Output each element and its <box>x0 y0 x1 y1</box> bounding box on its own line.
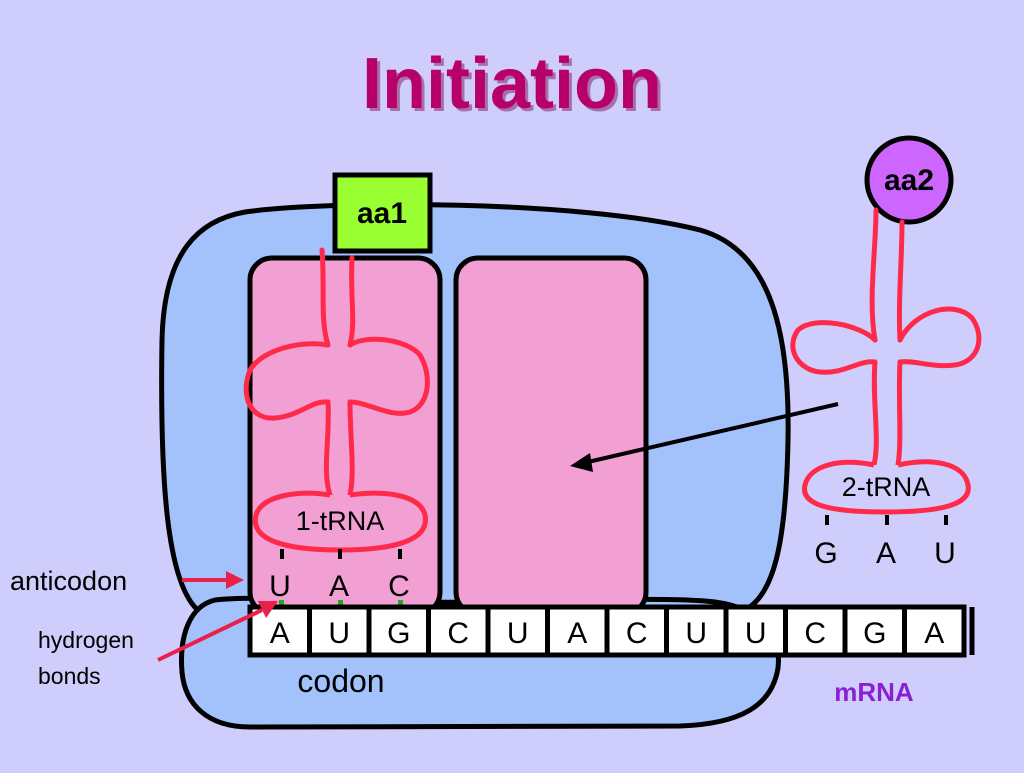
trna-2-anticodon-loop <box>802 459 971 515</box>
trna-1 <box>243 247 430 498</box>
mrna-base: U <box>328 617 350 650</box>
mrna-base: C <box>804 617 826 650</box>
trna-1-base-1: U <box>269 570 291 603</box>
mrna-base: A <box>270 617 290 650</box>
amino-acid-1 <box>332 172 433 254</box>
entry-arrow <box>570 402 839 472</box>
amino-acid-2 <box>864 135 954 225</box>
anticodon-label: anticodon <box>10 566 127 596</box>
amino-acid-1-label: aa1 <box>357 197 407 230</box>
trna-2-base-3: U <box>934 537 956 570</box>
hydrogen-bonds-label-line-2: bonds <box>38 663 101 689</box>
trna-1-base-2: A <box>329 570 349 603</box>
amino-acid-2-label: aa2 <box>884 164 934 197</box>
mrna-base: U <box>685 617 707 650</box>
page-title: Initiation <box>362 44 662 124</box>
trna-1-base-3: C <box>388 570 410 603</box>
trna-2 <box>790 207 982 468</box>
trna-2-base-2: A <box>876 537 896 570</box>
mrna-base: G <box>863 617 886 650</box>
mrna-base: G <box>387 617 410 650</box>
trna-2-label: 2-tRNA <box>842 472 931 502</box>
mrna-base: C <box>447 617 469 650</box>
mrna-base: A <box>567 617 587 650</box>
p-site <box>247 255 443 617</box>
hydrogen-bonds-label-line-1: hydrogen <box>38 627 134 653</box>
hydrogen-bonds-pointer <box>157 601 278 662</box>
mrna-base: U <box>745 617 767 650</box>
mrna-label: mRNA <box>834 677 914 707</box>
trna-2-anticodon: G A U <box>814 515 956 570</box>
a-site <box>453 255 649 617</box>
trna-1-anticodon: U A C <box>269 549 410 603</box>
codon-label: codon <box>297 663 384 699</box>
mrna-base: U <box>507 617 529 650</box>
mrna-base: A <box>924 617 944 650</box>
page-title-shadow: Initiation <box>365 47 665 127</box>
trna-1-label: 1-tRNA <box>296 506 385 536</box>
anticodon-pointer <box>182 571 244 589</box>
trna-2-base-1: G <box>814 537 837 570</box>
mrna-base: C <box>626 617 648 650</box>
